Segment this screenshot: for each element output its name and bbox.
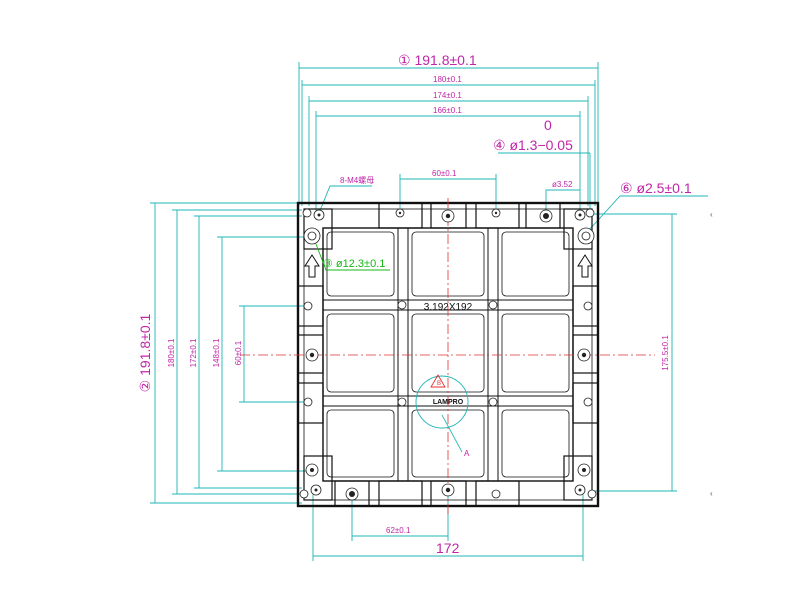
dim-60-height: 60±0.1 xyxy=(234,340,243,365)
svg-text:‹: ‹ xyxy=(710,210,713,219)
dim-60-top: 60±0.1 xyxy=(432,169,457,178)
dim-hole-diameter: ④ ø1.3−0.05 xyxy=(493,137,573,153)
dim-172-height: 172±0.1 xyxy=(189,338,198,367)
dim-180-height: 180±0.1 xyxy=(167,338,176,367)
mounting-holes xyxy=(299,208,597,501)
svg-text:‹: ‹ xyxy=(710,489,713,498)
tolerance-zero: 0 xyxy=(544,117,552,133)
dim-148-height: 148±0.1 xyxy=(212,338,221,367)
up-arrow-icon xyxy=(304,254,320,278)
dim-overall-height: ② 191.8±0.1 xyxy=(137,313,153,392)
label-m4-nut: 8-M4螺母 xyxy=(340,175,374,185)
dim-174-width: 174±0.1 xyxy=(433,91,462,100)
dim-123-diameter: ③ ø12.3±0.1 xyxy=(323,258,385,270)
dim-1755-height: 175.5±0.1 xyxy=(661,335,670,371)
logo-zone xyxy=(415,374,469,453)
dim-352-diameter: ø3.52 xyxy=(552,180,573,189)
marker-a: A xyxy=(464,449,470,458)
centerlines xyxy=(240,198,655,515)
dim-25-diameter: ⑥ ø2.5±0.1 xyxy=(620,180,692,196)
marker-b: B xyxy=(437,381,441,387)
left-dimensions xyxy=(150,202,312,504)
dim-overall-width: ① 191.8±0.1 xyxy=(398,52,477,68)
up-arrow-icon xyxy=(577,254,593,278)
dim-172-bottom: 172 xyxy=(436,540,460,556)
dim-166-width: 166±0.1 xyxy=(433,106,462,115)
green-callout xyxy=(315,243,390,271)
right-dimensions: ‹ ‹ xyxy=(590,210,713,498)
brand-logo: LAMPRO xyxy=(433,399,464,406)
dim-62-bottom: 62±0.1 xyxy=(386,526,411,535)
dim-180-width: 180±0.1 xyxy=(433,75,462,84)
model-size-label: 3.192X192 xyxy=(424,302,473,313)
